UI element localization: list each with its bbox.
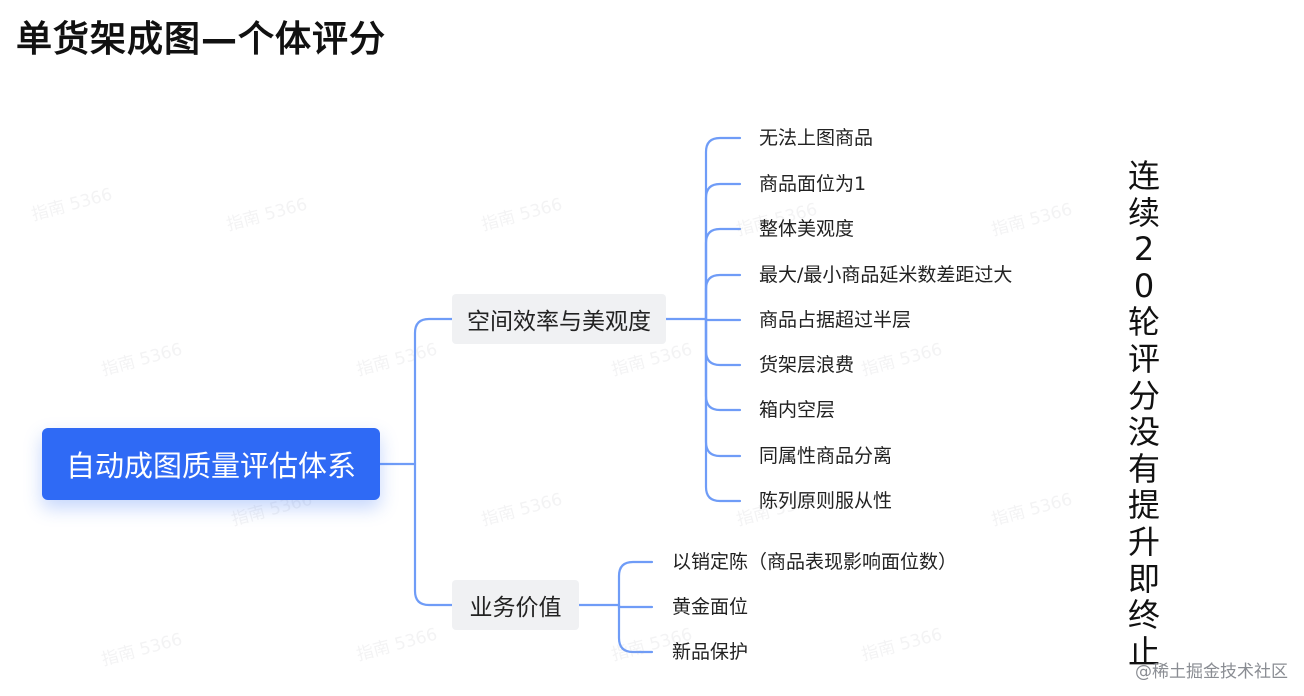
side-note-char: 即 — [1127, 559, 1160, 598]
side-note-char: 续 — [1127, 193, 1160, 232]
side-note-char: 分 — [1127, 376, 1160, 415]
leaf-connector — [704, 227, 742, 321]
leaf-node[interactable]: 商品占据超过半层 — [759, 309, 912, 331]
leaf-connector — [704, 317, 742, 503]
side-note-char: 止 — [1127, 632, 1160, 671]
leaf-node[interactable]: 货架层浪费 — [759, 354, 855, 376]
leaf-node[interactable]: 无法上图商品 — [759, 127, 874, 149]
leaf-node[interactable]: 整体美观度 — [759, 218, 855, 240]
side-note-char: 评 — [1127, 339, 1160, 378]
leaf-node[interactable]: 同属性商品分离 — [759, 445, 893, 467]
branch-connector — [413, 462, 454, 607]
side-note-char: 有 — [1127, 449, 1160, 488]
leaf-node[interactable]: 以销定陈（商品表现影响面位数） — [672, 551, 958, 573]
leaf-connector — [704, 317, 742, 322]
page-title: 单货架成图—个体评分 — [16, 19, 387, 60]
leaf-connector — [704, 136, 742, 321]
leaf-connector — [704, 317, 742, 458]
leaf-connector — [704, 182, 742, 321]
leaf-node[interactable]: 黄金面位 — [672, 596, 749, 618]
branch-node-space-efficiency[interactable]: 空间效率与美观度 — [452, 294, 666, 344]
leaf-node[interactable]: 商品面位为1 — [759, 173, 867, 195]
side-note-char: 0 — [1133, 266, 1155, 305]
side-note-char: 轮 — [1127, 303, 1160, 342]
leaf-connector — [704, 317, 742, 367]
side-note-char: 升 — [1127, 522, 1160, 561]
leaf-connector — [617, 603, 654, 609]
leaf-node[interactable]: 箱内空层 — [759, 399, 836, 421]
side-note-char: 没 — [1127, 413, 1160, 452]
branch-node-business-value[interactable]: 业务价值 — [452, 580, 579, 630]
side-note-char: 终 — [1127, 596, 1160, 635]
side-note-char: 连 — [1127, 157, 1160, 195]
leaf-node[interactable]: 新品保护 — [672, 641, 749, 663]
branch-connector — [413, 317, 454, 466]
side-note-char: 2 — [1133, 230, 1155, 269]
leaf-connector — [617, 603, 654, 654]
leaf-connector — [617, 560, 654, 607]
side-note-char: 提 — [1127, 486, 1160, 525]
footer-credit: @稀土掘金技术社区 — [1135, 662, 1288, 682]
root-node[interactable]: 自动成图质量评估体系 — [42, 428, 380, 500]
leaf-connector — [704, 273, 742, 321]
leaf-node[interactable]: 最大/最小商品延米数差距过大 — [759, 264, 1013, 286]
leaf-node[interactable]: 陈列原则服从性 — [759, 490, 893, 512]
